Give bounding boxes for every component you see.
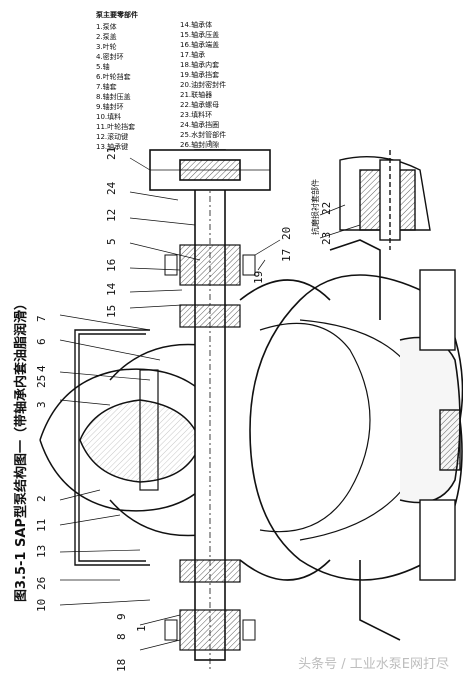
part-number-26: 26 — [35, 577, 48, 590]
part-number-14: 14 — [105, 282, 118, 296]
part-number-8: 8 — [115, 633, 128, 640]
part-number-6: 6 — [35, 338, 48, 345]
legend-item: 9.轴封环 — [96, 103, 124, 111]
legend-item: 7.轴套 — [96, 83, 117, 91]
legend-item: 24.轴承挡圈 — [180, 121, 220, 129]
part-number-23: 23 — [320, 232, 333, 245]
legend-item: 2.泵盖 — [96, 33, 117, 41]
pump-shaft — [164, 140, 256, 670]
seal-assemblies — [139, 304, 241, 583]
legend-item: 14.轴承体 — [180, 21, 213, 29]
part-number-18: 18 — [115, 659, 128, 672]
legend-item: 3.叶轮 — [96, 43, 117, 51]
legend-item: 5.轴 — [96, 63, 110, 71]
impeller-cover — [39, 343, 201, 537]
part-number-9: 9 — [115, 613, 128, 620]
part-number-7: 7 — [35, 315, 48, 322]
part-number-4: 4 — [35, 365, 48, 372]
parts-legend: 泵主要零部件 1.泵体 2.泵盖 3.叶轮 4.密封环 5.轴 6.叶轮挡套 7… — [96, 10, 236, 152]
part-number-13: 13 — [35, 545, 48, 558]
detail-view — [339, 150, 431, 250]
legend-item: 23.填料环 — [180, 111, 213, 119]
legend-item: 15.轴承压盖 — [180, 31, 220, 39]
part-number-5: 5 — [105, 238, 118, 245]
leader-lines — [59, 157, 361, 651]
parts-legend-col2: 14.轴承体 15.轴承压盖 16.轴承端盖 17.轴承 18.轴承内套 19.… — [180, 10, 320, 150]
legend-spacer — [180, 10, 320, 20]
part-number-labels: 21 24 12 5 16 14 15 7 6 4 25 3 2 11 13 2… — [35, 147, 333, 672]
part-number-20: 20 — [280, 227, 293, 240]
figure-caption: 图3.5-1 SAP型泵结构图一（带轴承内套油脂润滑） — [14, 297, 29, 602]
legend-item: 12.滚动键 — [96, 133, 129, 141]
coupling — [149, 149, 271, 191]
part-number-11: 11 — [35, 519, 48, 532]
legend-item: 10.填料 — [96, 113, 122, 121]
part-number-22: 22 — [320, 202, 333, 215]
legend-item: 25.水封管部件 — [180, 131, 227, 139]
legend-item: 13.轴承键 — [96, 143, 129, 151]
legend-item: 1.泵体 — [96, 23, 117, 31]
part-number-16: 16 — [105, 259, 118, 272]
legend-item: 18.轴承内套 — [180, 61, 220, 69]
legend-item: 26.轴封间隙 — [180, 141, 220, 149]
part-number-25: 25 — [35, 375, 48, 388]
pump-base — [419, 269, 461, 581]
part-number-2: 2 — [35, 495, 48, 502]
detail-label: 抗磨损衬套部件 — [310, 179, 320, 235]
part-number-19: 19 — [252, 271, 265, 284]
legend-item: 21.联轴器 — [180, 91, 213, 99]
legend-item: 19.轴承挡套 — [180, 71, 220, 79]
legend-item: 20.油封密封件 — [180, 81, 227, 89]
part-number-24: 24 — [105, 181, 118, 195]
part-number-15: 15 — [105, 305, 118, 318]
legend-item: 6.叶轮挡套 — [96, 73, 131, 81]
legend-item: 8.轴封压盖 — [96, 93, 131, 101]
watermark: 头条号 / 工业水泵E网打尽 — [298, 657, 449, 672]
legend-item: 16.轴承端盖 — [180, 41, 220, 49]
part-number-3: 3 — [35, 401, 48, 408]
water-seal-pipe — [74, 329, 150, 566]
legend-heading: 泵主要零部件 — [96, 11, 138, 19]
part-number-21: 21 — [105, 147, 118, 160]
legend-item: 4.密封环 — [96, 53, 124, 61]
legend-item: 22.轴承螺母 — [180, 101, 220, 109]
legend-item: 17.轴承 — [180, 51, 206, 59]
part-number-17: 17 — [280, 249, 293, 262]
legend-item: 11.叶轮挡套 — [96, 123, 136, 131]
part-number-1: 1 — [135, 625, 148, 632]
part-number-10: 10 — [35, 599, 48, 612]
part-number-12: 12 — [105, 209, 118, 222]
